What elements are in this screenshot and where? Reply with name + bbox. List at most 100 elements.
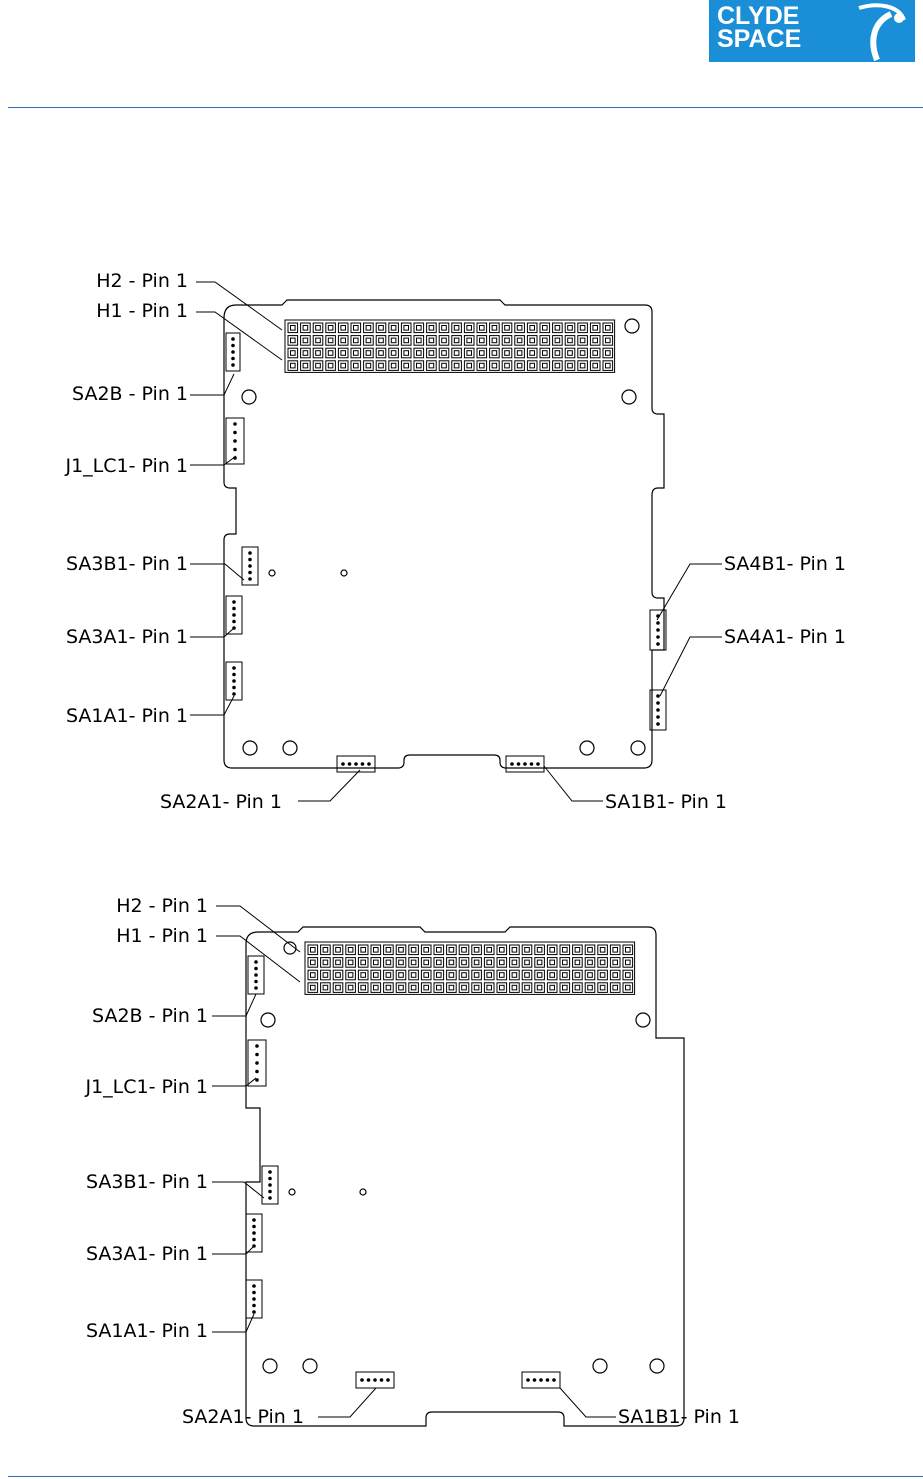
connector-pin: [248, 551, 252, 555]
header-pin-pad: [448, 959, 455, 966]
header-pin: [325, 360, 336, 371]
header-pin-pad: [378, 337, 384, 344]
header-pin-pad: [360, 959, 366, 966]
header-pin-pad: [410, 947, 417, 953]
header-pin-pad: [599, 947, 606, 953]
header-pin: [509, 957, 520, 968]
header-pin-pad: [524, 947, 530, 953]
header-pin-pad: [436, 972, 442, 978]
header-pin-pad: [428, 325, 435, 331]
header-pin: [546, 982, 558, 993]
connector-sa3b1: [261, 1165, 279, 1205]
header-pin-pad: [416, 362, 422, 369]
header-pin: [287, 347, 299, 359]
header-pin: [476, 347, 488, 359]
header-pin: [426, 360, 437, 371]
header-pin-pad: [574, 959, 581, 966]
header-pin-pad: [436, 984, 442, 991]
header-pin-pad: [473, 959, 480, 966]
header-pin: [363, 360, 374, 371]
header-pin-pad: [473, 947, 480, 953]
header-pin-pad: [524, 972, 530, 978]
header-pin-pad: [529, 325, 536, 331]
header-pin-pad: [340, 325, 346, 331]
header-pin: [325, 347, 336, 359]
label-sa1a1-pin1: SA1A1- Pin 1: [86, 1320, 208, 1342]
header-pin: [370, 957, 382, 968]
connector-pin: [233, 447, 237, 452]
header-pin: [287, 322, 299, 334]
connector-pin: [252, 1310, 256, 1314]
header-pin-pad: [310, 984, 316, 991]
connector-pin: [268, 1196, 272, 1200]
connector-pin: [231, 356, 235, 361]
header-pin-pad: [436, 947, 442, 953]
connector-pin: [232, 600, 236, 604]
header-pin: [350, 347, 362, 359]
header-pin-pad: [423, 984, 429, 991]
header-pin: [363, 347, 374, 359]
header-pin: [438, 360, 450, 371]
header-pin: [325, 335, 336, 346]
header-pin: [471, 969, 482, 981]
header-pin: [400, 347, 412, 359]
header-pin-pad: [599, 959, 606, 966]
header-pin-pad: [567, 325, 573, 331]
header-pin-pad: [335, 959, 341, 966]
connector-pin: [254, 973, 258, 977]
connector-pin: [252, 1284, 256, 1288]
header-pin-pad: [428, 362, 435, 369]
connector-pin: [232, 679, 236, 683]
header-pin: [589, 360, 601, 371]
header-pin: [559, 982, 571, 993]
header-pin-pad: [599, 972, 606, 978]
label-sa1a1-pin1: SA1A1- Pin 1: [66, 705, 188, 727]
header-pin-pad: [403, 325, 409, 331]
header-pin-pad: [322, 972, 329, 978]
header-pin: [471, 982, 482, 993]
header-pin-pad: [365, 350, 372, 356]
header-pin-pad: [486, 984, 492, 991]
connector-pin: [232, 692, 236, 696]
connector-pin: [232, 613, 236, 617]
header-pin: [300, 322, 311, 334]
connector-sa4a1: [649, 689, 667, 731]
label-h1-pin1: H1 - Pin 1: [96, 300, 188, 322]
header-pin: [312, 347, 324, 359]
connector-pin: [233, 430, 237, 435]
header-pin-pad: [315, 350, 321, 356]
connector-pin: [347, 762, 352, 766]
header-pin-pad: [416, 325, 422, 331]
header-pin: [438, 322, 450, 334]
connector-sa1a1: [225, 661, 243, 701]
header-pin: [509, 969, 520, 981]
header-pin: [476, 335, 488, 346]
header-pin: [337, 360, 349, 371]
header-pin-pad: [290, 325, 296, 331]
header-pin-pad: [322, 947, 329, 953]
header-pin: [521, 944, 533, 956]
header-pin-pad: [486, 947, 492, 953]
label-sa3b1-pin1: SA3B1- Pin 1: [65, 553, 188, 575]
header-pin: [534, 969, 545, 981]
header-pin-pad: [625, 947, 631, 953]
header-pin-pad: [373, 984, 379, 991]
header-pin-pad: [310, 972, 316, 978]
header-pin-pad: [373, 947, 379, 953]
header-pin: [388, 347, 399, 359]
connector-pin: [232, 672, 236, 677]
header-pin: [534, 957, 545, 968]
header-pin: [526, 347, 538, 359]
header-pin-pad: [302, 362, 309, 369]
connector-pin: [529, 762, 534, 766]
connector-pin: [255, 1069, 259, 1074]
header-pin: [534, 944, 545, 956]
header-pin-pad: [410, 984, 417, 991]
header-pin: [451, 347, 462, 359]
header-pin: [320, 957, 331, 968]
header-pin-pad: [410, 972, 417, 978]
header-pin-pad: [315, 337, 321, 344]
header-pin: [577, 322, 588, 334]
label-sa1b1-pin1: SA1B1- Pin 1: [618, 1406, 741, 1428]
header-pin: [609, 982, 621, 993]
